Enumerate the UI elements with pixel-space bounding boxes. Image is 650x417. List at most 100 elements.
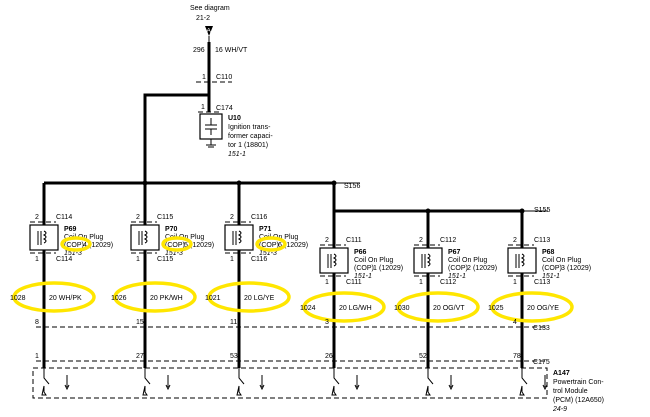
connector-c174: C174 [216, 105, 233, 112]
coil-p68-cop: (COP) [542, 265, 562, 272]
capacitor-id: U10 [228, 115, 241, 122]
coil-p66-pcm-pin: 3 [325, 319, 329, 326]
off-page-arrow[interactable]: A [205, 26, 213, 36]
coil-p68-pin-top: 2 [513, 237, 517, 244]
coil-p68-pcm-pin2: 78 [513, 353, 521, 360]
coil-p71-wire: 20 LG/YE [244, 295, 275, 302]
coil-p71-pcm-ground [259, 375, 265, 391]
coil-p70-part: (12029) [190, 242, 214, 249]
coil-p67-pin-bot: 1 [419, 279, 423, 286]
coil-p71-ref: 151-3 [259, 250, 277, 257]
coil-p67-name: Coil On Plug [448, 257, 487, 264]
coil-p66-pin-top: 2 [325, 237, 329, 244]
coil-p67-box[interactable] [413, 247, 443, 274]
wire-16-wh-vt: 16 WH/VT [215, 47, 248, 54]
coil-p69-conn-top: C114 [56, 214, 72, 221]
coil-p70-num: 5 [184, 242, 188, 249]
coil-p70-pcm-pin2: 27 [136, 353, 144, 360]
coil-p69-box[interactable] [29, 224, 59, 251]
connector-c110: C110 [216, 74, 232, 81]
coil-p67-conn-bot: C112 [440, 279, 456, 286]
coil-p66-pcm-pin2: 26 [325, 353, 333, 360]
coil-p66-circuit: 1024 [300, 305, 316, 312]
see-diagram-ref: 21-2 [196, 15, 210, 22]
coil-p68-pcm-ground [542, 375, 548, 391]
coil-p69-circuit: 1028 [10, 295, 26, 302]
coil-p70-pcm-driver [142, 368, 151, 396]
coil-p71-id: P71 [259, 226, 272, 233]
coil-p66-id: P66 [354, 249, 367, 256]
coil-p70-cop: (COP) [165, 242, 185, 249]
coil-p66-ref: 151-1 [354, 273, 372, 280]
see-diagram-label: See diagram [190, 5, 230, 12]
coil-p66-cop: (COP) [354, 265, 374, 272]
coil-p71-pin-top: 2 [230, 214, 234, 221]
coil-p69-pin-top: 2 [35, 214, 39, 221]
pcm-ref: 24-9 [552, 406, 567, 413]
coil-p71-wire-highlight [207, 281, 291, 313]
coil-p70-box[interactable] [130, 224, 160, 251]
pcm-module[interactable] [32, 367, 548, 399]
circuit-296: 296 [193, 47, 205, 54]
coil-p69-part: (12029) [89, 242, 113, 249]
coil-p71-pcm-pin2: 53 [230, 353, 238, 360]
coil-p66-wire: 20 LG/WH [339, 305, 372, 312]
coil-p70-pcm-pin: 15 [136, 319, 144, 326]
coil-p71-circuit: 1021 [205, 295, 221, 302]
coil-p70-id: P70 [165, 226, 178, 233]
coil-p71-cop-highlight [255, 236, 287, 252]
coil-p69-pcm-driver [41, 368, 50, 396]
coil-p68-wire-highlight [490, 291, 574, 323]
coil-p67-circuit: 1030 [394, 305, 410, 312]
coil-p67-ref: 151-1 [448, 273, 466, 280]
coil-p71-conn-top: C116 [251, 214, 267, 221]
capacitor-line2: former capaci- [228, 133, 273, 140]
coil-p68-pcm-driver [519, 368, 528, 396]
pcm-id: A147 [553, 370, 570, 377]
coil-p70-pcm-ground [165, 375, 171, 391]
coil-p68-id: P68 [542, 249, 555, 256]
coil-p69-num: 4 [83, 242, 87, 249]
coil-p70-ref: 151-3 [165, 250, 183, 257]
pcm-line2: trol Module [553, 388, 588, 395]
c174-pin: 1 [201, 104, 205, 111]
capacitor-line1: Ignition trans- [228, 124, 271, 131]
pcm-line3: (PCM) (12A650) [553, 397, 604, 404]
pcm-line1: Powertrain Con- [553, 379, 604, 386]
coil-p69-pcm-pin2: 1 [35, 353, 39, 360]
coil-p71-pin-bot: 1 [230, 256, 234, 263]
coil-p68-ref: 151-1 [542, 273, 560, 280]
coil-p69-id: P69 [64, 226, 77, 233]
coil-p66-conn-bot: C111 [346, 279, 362, 286]
coil-p66-num: 1 [373, 265, 377, 272]
coil-p69-pin-bot: 1 [35, 256, 39, 263]
capacitor-line3: tor 1 (18801) [228, 142, 268, 149]
coil-p67-wire: 20 OG/VT [433, 305, 465, 312]
coil-p71-box[interactable] [224, 224, 254, 251]
coil-p68-conn-bot: C113 [534, 279, 550, 286]
coil-p68-coil-icon [515, 253, 525, 268]
coil-p66-name: Coil On Plug [354, 257, 393, 264]
coil-p67-coil-icon [421, 253, 431, 268]
coil-p67-wire-highlight [396, 291, 480, 323]
coil-p67-num: 2 [467, 265, 471, 272]
coil-p71-cop: (COP) [259, 242, 279, 249]
coil-p66-wire-highlight [302, 291, 386, 323]
coil-p70-coil-icon [138, 230, 148, 245]
connector-c175: C175 [533, 359, 550, 366]
coil-p67-part: (12029) [473, 265, 497, 272]
coil-p66-box[interactable] [319, 247, 349, 274]
coil-p67-conn-top: C112 [440, 237, 456, 244]
coil-p68-box[interactable] [507, 247, 537, 274]
coil-p70-pin-top: 2 [136, 214, 140, 221]
coil-p68-name: Coil On Plug [542, 257, 581, 264]
coil-p67-pcm-ground [448, 375, 454, 391]
coil-p70-wire-highlight [113, 281, 197, 313]
coil-p67-pcm-driver [425, 368, 434, 396]
coil-p69-ref: 151-3 [64, 250, 82, 257]
coil-p67-cop: (COP) [448, 265, 468, 272]
coil-p70-conn-bot: C115 [157, 256, 173, 263]
capacitor-u10[interactable] [199, 113, 223, 140]
